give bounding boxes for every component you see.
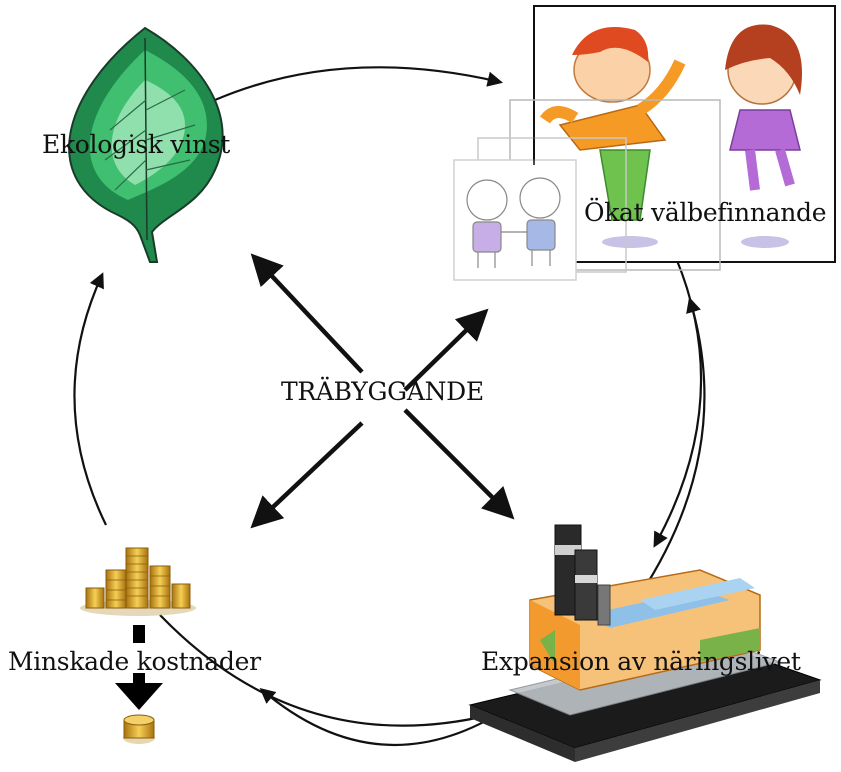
arrow-to-business	[403, 408, 515, 520]
node-label-costs: Minskade kostnader	[8, 647, 261, 676]
arc-eco-to-wellbeing	[177, 66, 503, 119]
sketch-frame-front	[453, 159, 577, 281]
arc-business-up-to-wellbeing	[639, 297, 706, 596]
arrow-to-eco	[250, 253, 364, 374]
arc-business-to-costs	[259, 688, 509, 746]
coins-icon	[80, 547, 196, 616]
boy-figure	[540, 27, 686, 248]
decrease-arrow	[115, 625, 163, 710]
arrow-to-wellbeing	[403, 308, 489, 392]
arc-costs-to-business	[159, 614, 491, 727]
node-label-business: Expansion av näringslivet	[481, 647, 801, 676]
arc-costs-to-eco	[73, 272, 107, 526]
leaf-icon	[68, 26, 224, 263]
node-label-ecological: Ekologisk vinst	[42, 130, 231, 159]
center-arrows	[250, 253, 515, 529]
girl-figure	[725, 24, 802, 248]
sketch-babies	[466, 177, 561, 268]
node-label-wellbeing: Ökat välbefinnande	[584, 198, 827, 227]
factory-icon	[468, 524, 822, 762]
arrow-to-costs	[250, 421, 364, 529]
cycle-arrows	[73, 66, 706, 746]
children-icon	[453, 5, 836, 281]
small-coins-icon	[123, 714, 155, 744]
arc-wellbeing-to-business	[653, 257, 703, 548]
center-label: TRÄBYGGANDE	[281, 377, 484, 406]
